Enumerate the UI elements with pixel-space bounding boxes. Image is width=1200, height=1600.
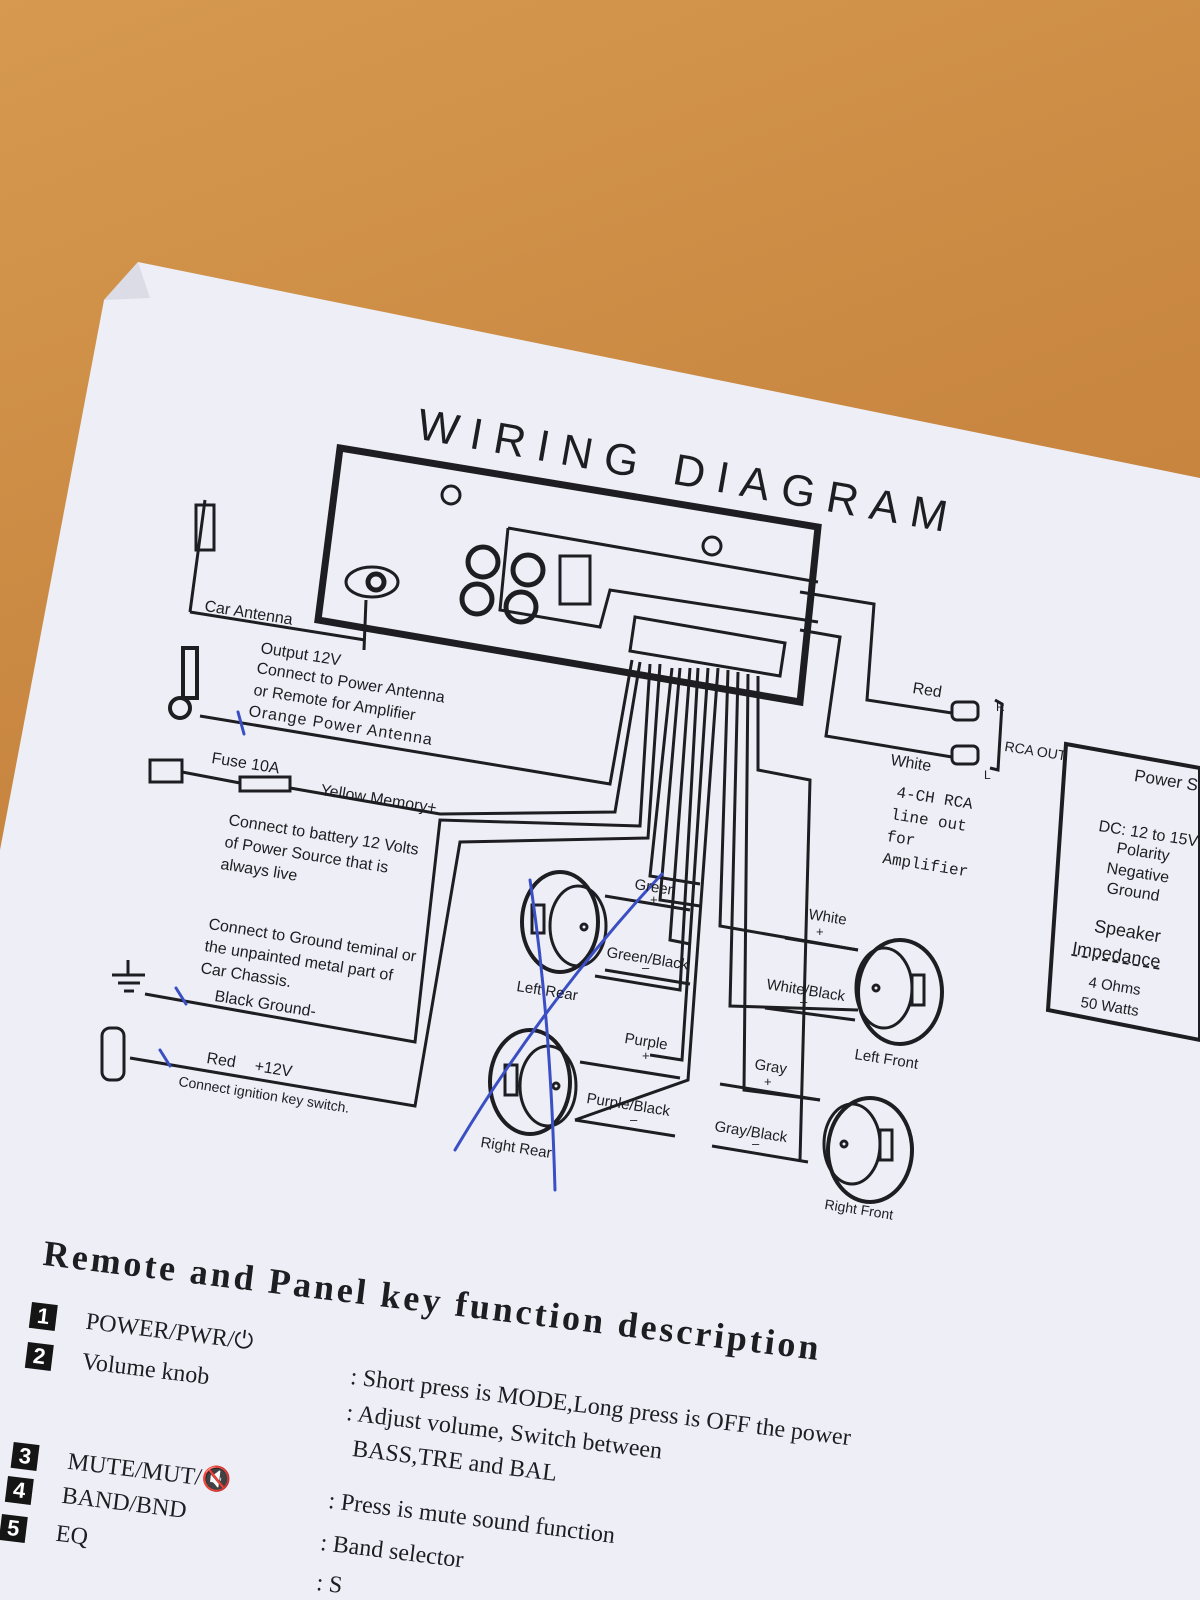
paper-folded-corner xyxy=(104,262,150,300)
rca-socket-icon xyxy=(465,544,501,580)
key-number: 2 xyxy=(24,1342,54,1371)
label-gray-black-minus: – xyxy=(752,1136,760,1151)
label-white-plus: + xyxy=(816,924,824,939)
fuse-icon xyxy=(238,775,292,793)
rca-socket-icon xyxy=(510,552,546,588)
key-number: 5 xyxy=(0,1514,28,1543)
label-rca-l: L xyxy=(984,768,991,782)
paper-sheet xyxy=(0,262,1200,1600)
key-number: 3 xyxy=(10,1441,40,1471)
battery-icon xyxy=(148,758,184,784)
speaker-left-rear-icon xyxy=(520,870,608,974)
power-supply-box xyxy=(1045,741,1200,1043)
pen-marks xyxy=(158,710,664,1192)
ignition-key-icon xyxy=(100,1026,126,1082)
rca-plug-icon xyxy=(950,700,980,722)
power-antenna-icon xyxy=(181,646,199,700)
key-number: 4 xyxy=(4,1476,34,1505)
label-gray-plus: + xyxy=(764,1074,772,1089)
speaker-left-front-icon xyxy=(854,938,944,1046)
speaker-right-front-icon xyxy=(822,1096,914,1204)
rca-socket-icon xyxy=(459,581,495,617)
screw-icon xyxy=(701,535,723,557)
rca-plug-icon xyxy=(950,744,980,766)
head-unit-outline xyxy=(314,443,822,707)
pen-cross-stroke xyxy=(528,878,557,1192)
label-green-plus: + xyxy=(650,892,658,907)
label-green-black-minus: – xyxy=(642,960,650,975)
iso-socket-icon xyxy=(558,554,592,606)
screw-icon xyxy=(440,484,462,506)
rca-socket-icon xyxy=(503,589,539,625)
car-antenna-icon xyxy=(194,503,216,552)
key-name: EQ xyxy=(54,1520,90,1551)
antenna-socket-icon xyxy=(344,565,400,599)
key-number: 1 xyxy=(28,1302,58,1331)
wire-connector-block xyxy=(628,615,787,678)
key-desc-5: : S xyxy=(314,1570,344,1599)
label-purple-plus: + xyxy=(642,1048,650,1063)
label-white-black-minus: – xyxy=(800,994,808,1009)
label-rca-r: R xyxy=(996,700,1005,714)
label-purple-black-minus: – xyxy=(630,1112,638,1127)
pen-cross-stroke xyxy=(453,872,664,1152)
